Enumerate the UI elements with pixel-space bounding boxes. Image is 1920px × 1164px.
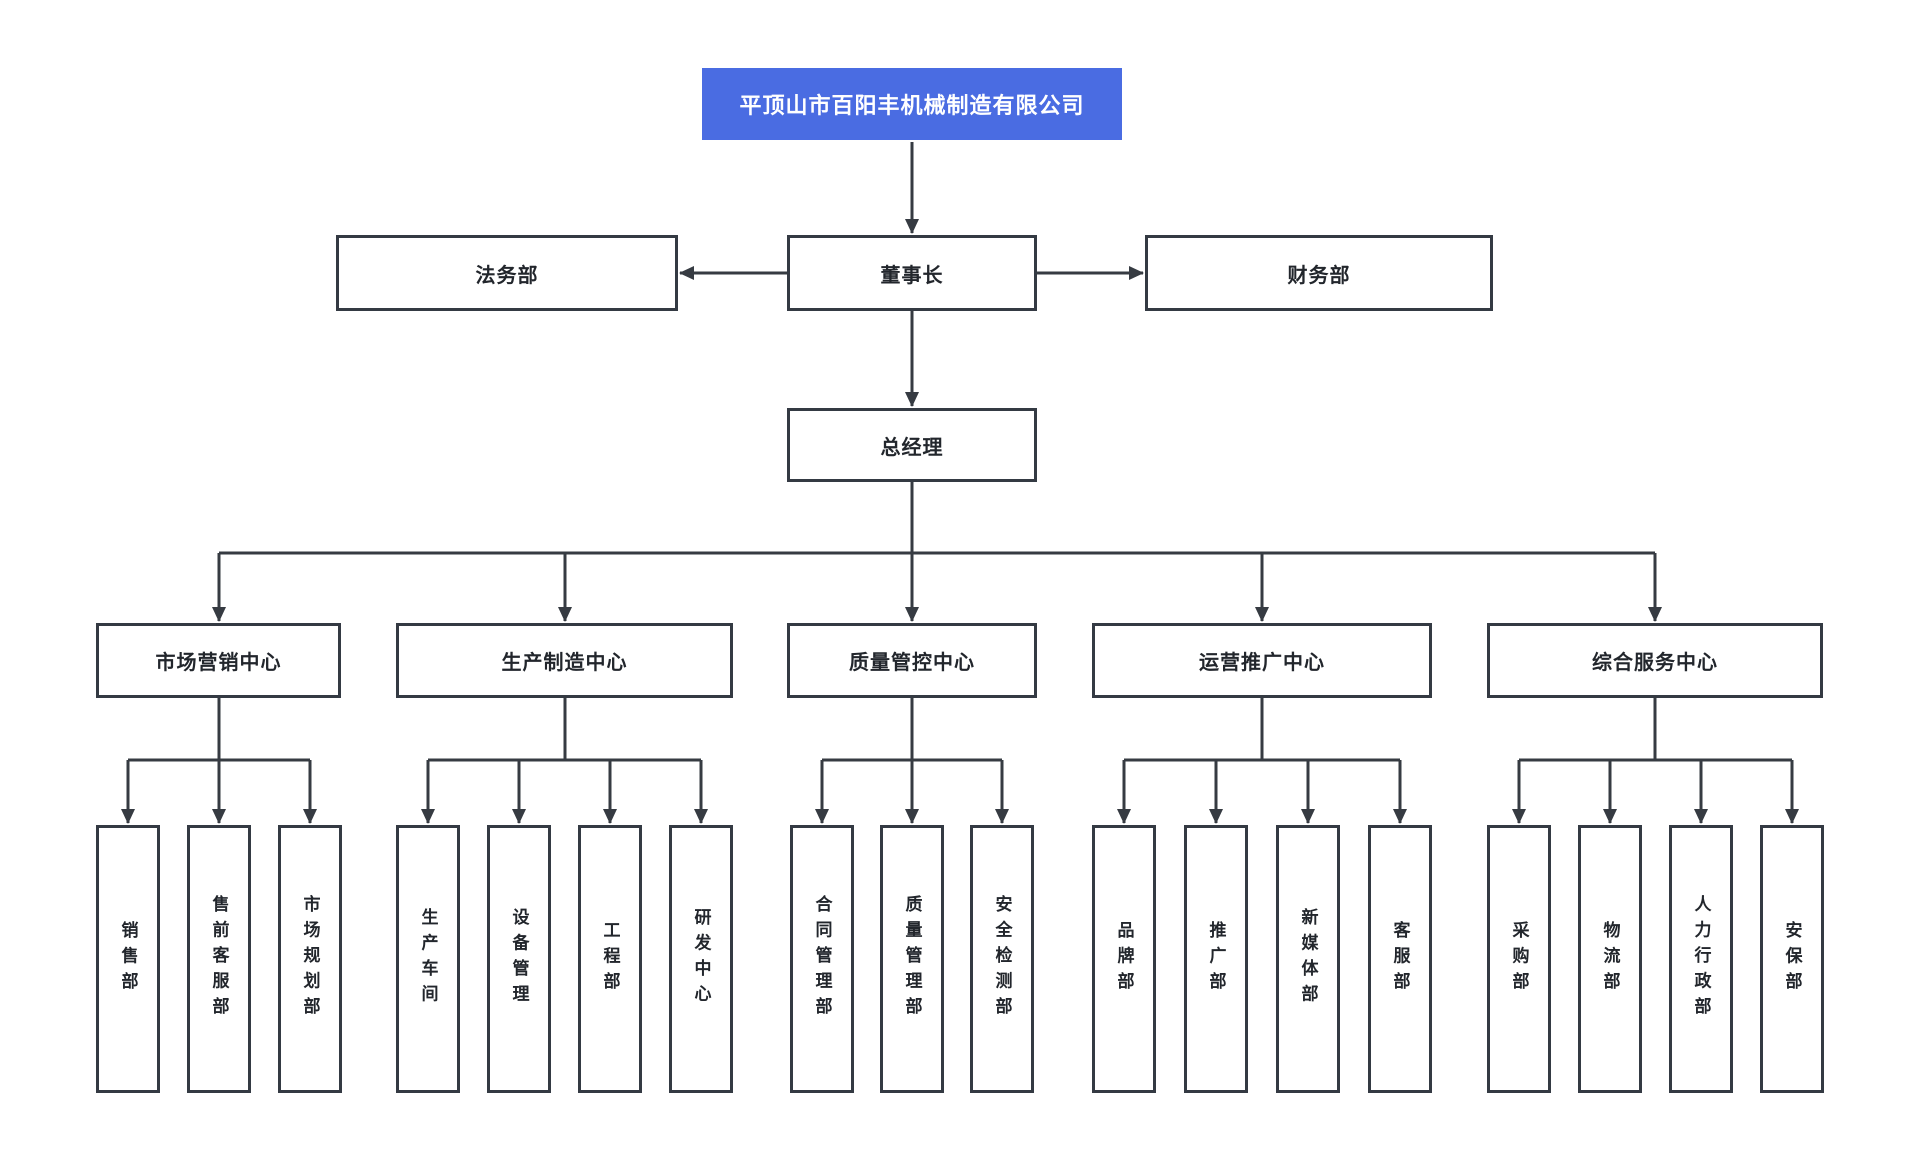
- company-name-label: 平顶山市百阳丰机械制造有限公司: [739, 93, 1085, 118]
- node-center-marketing: 市场营销中心: [96, 623, 341, 698]
- node-dept-safety-inspection: 安全检测部: [970, 825, 1034, 1093]
- dept-production-workshop-label: 生产车间: [418, 908, 438, 1010]
- node-dept-logistics: 物流部: [1578, 825, 1642, 1093]
- node-dept-production-workshop: 生产车间: [396, 825, 460, 1093]
- node-company-root: 平顶山市百阳丰机械制造有限公司: [702, 68, 1122, 140]
- node-general-manager: 总经理: [787, 408, 1037, 482]
- node-legal-dept: 法务部: [336, 235, 678, 311]
- dept-new-media-label: 新媒体部: [1298, 908, 1318, 1010]
- dept-customer-service-label: 客服部: [1390, 920, 1410, 998]
- node-dept-brand: 品牌部: [1092, 825, 1156, 1093]
- dept-contract-management-label: 合同管理部: [812, 895, 832, 1023]
- center-quality-label: 质量管控中心: [849, 652, 975, 674]
- dept-logistics-label: 物流部: [1600, 920, 1620, 998]
- dept-sales-label: 销售部: [118, 920, 138, 998]
- dept-market-planning-label: 市场规划部: [300, 895, 320, 1023]
- node-dept-sales: 销售部: [96, 825, 160, 1093]
- legal-dept-label: 法务部: [475, 264, 539, 287]
- node-dept-procurement: 采购部: [1487, 825, 1551, 1093]
- general-manager-label: 总经理: [880, 436, 944, 459]
- dept-safety-inspection-label: 安全检测部: [992, 895, 1012, 1023]
- dept-engineering-label: 工程部: [600, 920, 620, 998]
- dept-promotion-label: 推广部: [1206, 920, 1226, 998]
- connector-production-bus: [428, 698, 701, 762]
- node-finance-dept: 财务部: [1145, 235, 1493, 311]
- node-dept-rnd-center: 研发中心: [669, 825, 733, 1093]
- chairman-label: 董事长: [880, 264, 944, 287]
- dept-procurement-label: 采购部: [1509, 920, 1529, 998]
- node-dept-contract-management: 合同管理部: [790, 825, 854, 1093]
- dept-brand-label: 品牌部: [1114, 920, 1134, 998]
- node-dept-presales-service: 售前客服部: [187, 825, 251, 1093]
- connector-marketing-bus: [128, 698, 310, 762]
- center-marketing-label: 市场营销中心: [155, 652, 282, 674]
- dept-equipment-management-label: 设备管理: [509, 908, 529, 1010]
- node-dept-market-planning: 市场规划部: [278, 825, 342, 1093]
- dept-quality-management-label: 质量管理部: [902, 895, 922, 1023]
- node-dept-quality-management: 质量管理部: [880, 825, 944, 1093]
- node-dept-new-media: 新媒体部: [1276, 825, 1340, 1093]
- node-center-operations: 运营推广中心: [1092, 623, 1432, 698]
- center-production-label: 生产制造中心: [501, 652, 628, 674]
- node-dept-customer-service: 客服部: [1368, 825, 1432, 1093]
- node-dept-promotion: 推广部: [1184, 825, 1248, 1093]
- center-operations-label: 运营推广中心: [1199, 652, 1325, 674]
- connector-services-bus: [1519, 698, 1792, 762]
- dept-hr-admin-label: 人力行政部: [1691, 895, 1711, 1023]
- node-chairman: 董事长: [787, 235, 1037, 311]
- dept-presales-service-label: 售前客服部: [209, 895, 229, 1023]
- dept-rnd-center-label: 研发中心: [691, 908, 711, 1010]
- node-center-production: 生产制造中心: [396, 623, 733, 698]
- node-dept-engineering: 工程部: [578, 825, 642, 1093]
- connector-quality-bus: [822, 698, 1002, 762]
- finance-dept-label: 财务部: [1287, 264, 1351, 287]
- node-center-quality: 质量管控中心: [787, 623, 1037, 698]
- connector-operations-bus: [1124, 698, 1400, 762]
- node-dept-hr-admin: 人力行政部: [1669, 825, 1733, 1093]
- node-dept-security: 安保部: [1760, 825, 1824, 1093]
- dept-security-label: 安保部: [1782, 920, 1802, 998]
- node-dept-equipment-management: 设备管理: [487, 825, 551, 1093]
- node-center-services: 综合服务中心: [1487, 623, 1823, 698]
- center-services-label: 综合服务中心: [1592, 652, 1718, 674]
